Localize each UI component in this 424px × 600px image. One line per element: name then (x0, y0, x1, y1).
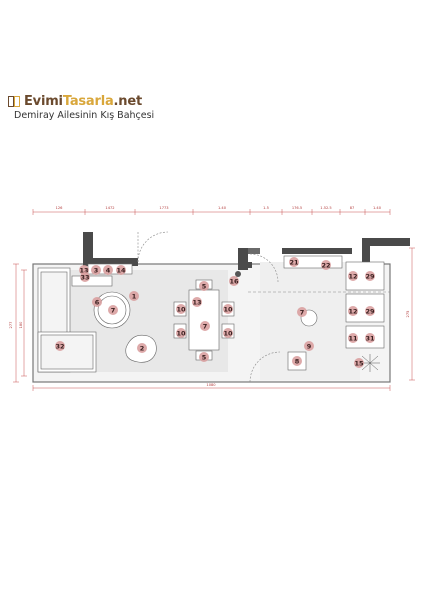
dim-top-3: 1773 (159, 206, 168, 210)
door-swings (137, 231, 281, 383)
badge-10a: 10 (176, 304, 186, 314)
badge-9: 9 (304, 341, 314, 351)
dim-left-outer: 277 (9, 322, 13, 329)
dim-top-7: 1.52.5 (320, 206, 331, 210)
badge-label: 32 (55, 342, 64, 350)
dim-left-inner: 180 (19, 321, 23, 329)
l-sofa (37, 267, 97, 373)
brand-name-part1: Evimi (24, 94, 63, 109)
badge-13b: 13 (192, 297, 202, 307)
badge-label: 13 (192, 298, 201, 306)
lamp (235, 271, 241, 277)
dim-top-6: 176.5 (292, 206, 302, 210)
badge-label: 10 (223, 305, 233, 313)
badge-5b: 5 (199, 352, 209, 362)
badge-5a: 5 (199, 281, 209, 291)
badge-label: 21 (289, 258, 299, 266)
badge-14: 14 (116, 265, 126, 275)
dim-top-2: 1472 (105, 206, 114, 210)
badge-21: 21 (289, 257, 299, 267)
badge-6: 6 (92, 297, 102, 307)
badge-label: 7 (203, 322, 208, 330)
badge-29b: 29 (365, 306, 375, 316)
badge-label: 10 (223, 329, 233, 337)
badge-7a: 7 (108, 305, 118, 315)
badge-12a: 12 (348, 271, 358, 281)
badge-3: 3 (91, 265, 101, 275)
badge-32: 32 (55, 341, 65, 351)
badge-29a: 29 (365, 271, 375, 281)
badge-label: 14 (116, 266, 126, 274)
brand-name-part3: .net (113, 94, 143, 109)
badge-label: 6 (95, 298, 100, 306)
dim-top-8: 87 (350, 206, 355, 210)
dim-right: 275 (406, 311, 410, 318)
badge-label: 10 (176, 305, 186, 313)
badge-label: 1 (132, 292, 137, 300)
brand-logo: EvimiTasarla.net (8, 94, 142, 109)
badge-1: 1 (129, 291, 139, 301)
badge-4: 4 (103, 265, 113, 275)
badge-2: 2 (137, 343, 147, 353)
badge-label: 12 (348, 307, 357, 315)
page-subtitle: Demiray Ailesinin Kış Bahçesi (14, 110, 155, 121)
badge-label: 13 (79, 266, 88, 274)
badge-12b: 12 (348, 306, 358, 316)
dimension-texts: 126 1472 1773 1.40 1.5 176.5 1.52.5 87 1… (9, 206, 410, 387)
badge-10c: 10 (176, 328, 186, 338)
badge-label: 15 (354, 359, 364, 367)
badge-label: 9 (307, 342, 312, 350)
brand-name-part2: Tasarla (62, 94, 114, 109)
badge-7c: 7 (297, 307, 307, 317)
badge-label: 16 (229, 277, 239, 285)
badge-label: 29 (365, 307, 375, 315)
badge-11: 11 (348, 333, 358, 343)
badge-31: 31 (365, 333, 375, 343)
badge-label: 5 (202, 282, 207, 290)
badge-label: 10 (176, 329, 186, 337)
badge-label: 8 (295, 357, 300, 365)
badge-label: 2 (140, 344, 145, 352)
walls (83, 232, 410, 270)
dim-top-9: 1.40 (373, 206, 382, 210)
badge-label: 29 (365, 272, 375, 280)
badge-7b: 7 (200, 321, 210, 331)
badge-label: 11 (348, 334, 358, 342)
badge-33: 33 (80, 272, 90, 282)
badge-8: 8 (292, 356, 302, 366)
badge-15: 15 (354, 358, 364, 368)
badge-label: 33 (80, 273, 89, 281)
badge-10b: 10 (223, 304, 233, 314)
badge-16: 16 (229, 276, 239, 286)
badge-label: 5 (202, 353, 207, 361)
badge-label: 31 (365, 334, 375, 342)
dim-top-5: 1.5 (263, 206, 269, 210)
dimension-lines (13, 209, 415, 391)
book-icon (8, 96, 21, 107)
badge-22: 22 (321, 260, 331, 270)
dim-top-4: 1.40 (218, 206, 227, 210)
badge-label: 3 (94, 266, 99, 274)
badge-label: 7 (111, 306, 116, 314)
dim-top-1: 126 (56, 206, 64, 210)
badge-label: 4 (106, 266, 111, 274)
dim-bottom: 1080 (206, 383, 216, 387)
badge-label: 7 (300, 308, 305, 316)
brand-name: EvimiTasarla.net (24, 94, 142, 109)
badge-label: 22 (321, 261, 330, 269)
badge-10d: 10 (223, 328, 233, 338)
badge-label: 12 (348, 272, 357, 280)
